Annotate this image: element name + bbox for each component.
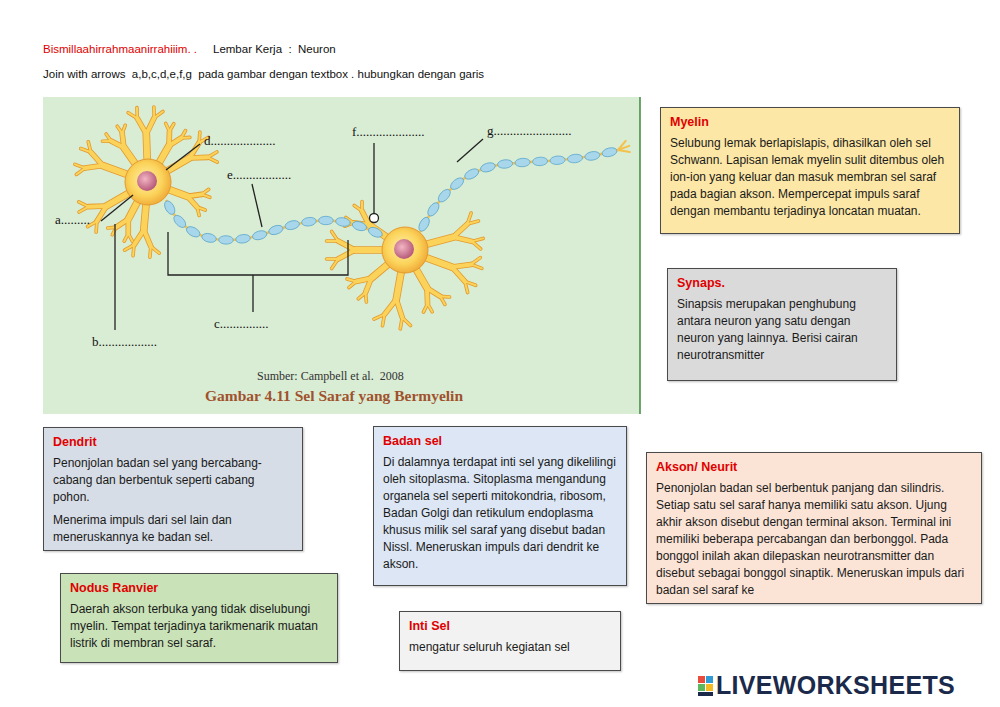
box-heading: Badan sel bbox=[383, 434, 617, 448]
text-box: Akson/ NeuritPenonjolan badan sel berben… bbox=[646, 452, 982, 604]
box-heading: Inti Sel bbox=[409, 619, 611, 633]
text-box: DendritPenonjolan badan sel yang bercaba… bbox=[43, 427, 303, 551]
figure-panel bbox=[43, 97, 640, 414]
callout-blank: f..................... bbox=[352, 124, 425, 140]
worksheet-title: Lembar Kerja : Neuron bbox=[213, 43, 336, 55]
panel-edge bbox=[639, 97, 641, 414]
header-text: Join with arrows a,b,c,d,e,f,g pada gamb… bbox=[43, 68, 484, 80]
box-body: Sinapsis merupakan penghubung antara neu… bbox=[677, 296, 887, 364]
box-body: Selubung lemak berlapislapis, dihasilkan… bbox=[670, 135, 950, 220]
box-heading: Myelin bbox=[670, 115, 950, 129]
callout-blank: e.................. bbox=[227, 167, 291, 183]
box-heading: Akson/ Neurit bbox=[656, 460, 972, 474]
callout-blank: a......... bbox=[55, 212, 90, 228]
callout-blank: g........................ bbox=[487, 123, 572, 139]
callout-blank: b.................. bbox=[92, 334, 157, 350]
box-body: mengatur seluruh kegiatan sel bbox=[409, 639, 611, 656]
text-box: Badan sel Di dalamnya terdapat inti sel y… bbox=[373, 426, 627, 586]
watermark: LIVEWORKSHEETS bbox=[716, 671, 955, 700]
cell-bodies bbox=[125, 159, 428, 273]
box-body: Penonjolan badan sel yang bercabang-caba… bbox=[53, 455, 293, 506]
box-body: Di dalamnya terdapat inti sel yang dikel… bbox=[383, 454, 617, 573]
text-box: Synaps. Sinapsis merupakan penghubung ant… bbox=[667, 268, 897, 381]
box-body: Menerima impuls dari sel lain dan meneru… bbox=[53, 512, 293, 546]
box-heading: Dendrit bbox=[53, 435, 293, 449]
header-text: Bismillaahirrahmaanirrahiiim. . bbox=[43, 43, 197, 55]
callout-blank: c............... bbox=[214, 316, 269, 332]
watermark-logo bbox=[698, 676, 713, 696]
text-box: Nodus RanvierDaerah akson terbuka yang t… bbox=[60, 573, 338, 663]
box-heading: Synaps. bbox=[677, 276, 887, 290]
box-heading: Nodus Ranvier bbox=[70, 581, 328, 595]
callout-blank: d.................... bbox=[204, 133, 276, 149]
text-box: MyelinSelubung lemak berlapislapis, diha… bbox=[660, 107, 960, 234]
box-body: Penonjolan badan sel berbentuk panjang d… bbox=[656, 480, 972, 599]
dendrites bbox=[75, 107, 483, 329]
figure-caption: Gambar 4.11 Sel Saraf yang Bermyelin bbox=[205, 387, 463, 405]
box-body: Daerah akson terbuka yang tidak diselubu… bbox=[70, 601, 328, 652]
text-box: Inti Sel mengatur seluruh kegiatan sel bbox=[399, 611, 621, 671]
source-note: Sumber: Campbell et al. 2008 bbox=[257, 369, 404, 384]
leader-lines bbox=[101, 139, 483, 330]
